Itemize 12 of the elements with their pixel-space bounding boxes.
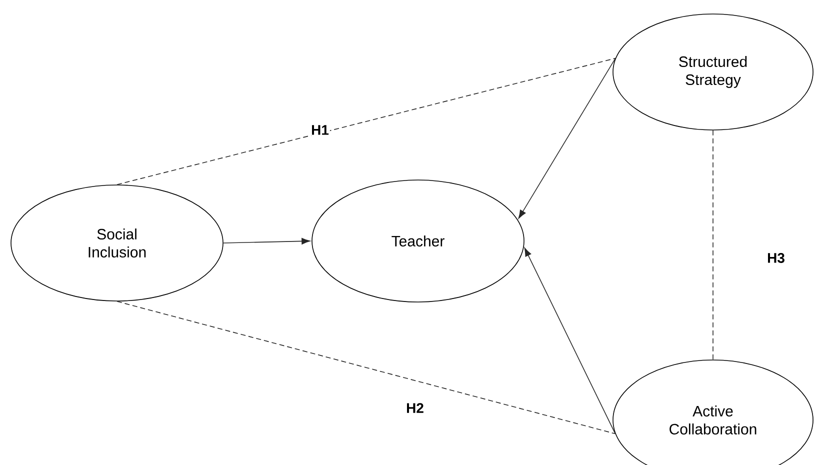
edge-label: H3: [766, 252, 786, 264]
ellipse-node: Teacher: [312, 180, 524, 302]
arrow: [223, 238, 310, 244]
edge-label: H1: [310, 124, 330, 136]
dashed-line: [116, 58, 616, 185]
dashed-line: [712, 130, 714, 360]
arrow: [524, 248, 616, 434]
edge-label: H2: [405, 402, 425, 414]
ellipse-node: Structured Strategy: [612, 14, 814, 130]
dashed-line: [116, 301, 616, 434]
ellipse-node: Social Inclusion: [10, 184, 224, 302]
arrow: [518, 58, 616, 219]
